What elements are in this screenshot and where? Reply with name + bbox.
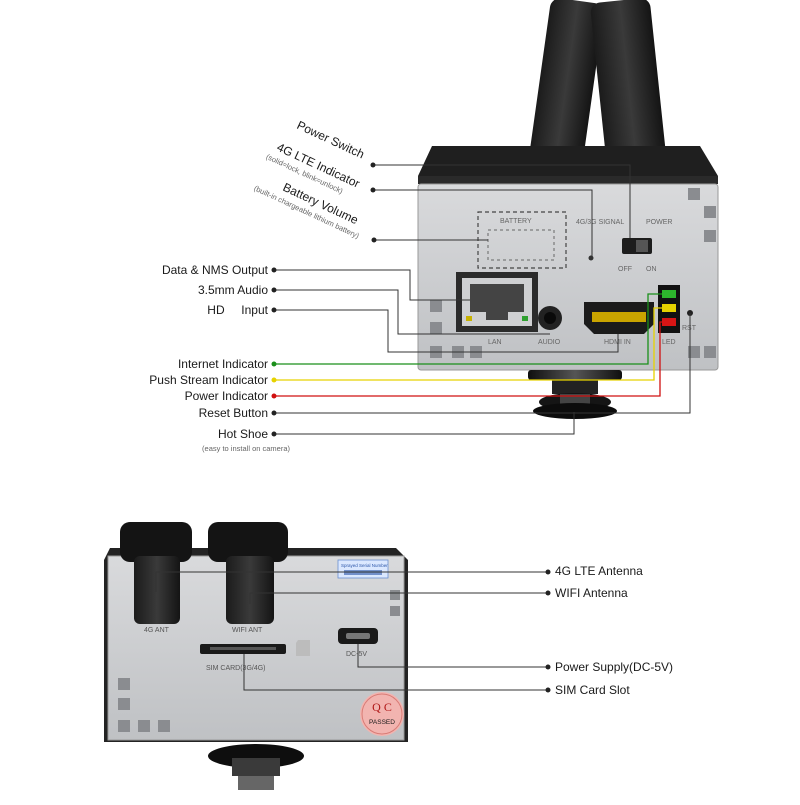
bottom-leader-lines: [155, 571, 548, 691]
switch-off-label: OFF: [618, 266, 632, 273]
push-stream-indicator-line: [274, 307, 662, 381]
top-antenna-right: [590, 0, 667, 172]
battery-panel-label: BATTERY: [500, 218, 532, 225]
hot-shoe-label: Hot Shoe: [218, 427, 268, 441]
internet-indicator-line: [274, 293, 662, 365]
power-panel-label: POWER: [646, 219, 672, 226]
power-led: [662, 318, 676, 326]
antenna-4g: [120, 522, 192, 624]
push-stream-led: [662, 304, 676, 312]
passed-text: PASSED: [369, 719, 395, 726]
hot-shoe: [528, 370, 622, 419]
lte-indicator-led: [588, 255, 594, 261]
top-leader-dots: [271, 162, 377, 437]
wifi-antenna-label: WIFI Antenna: [555, 586, 628, 600]
qc-text: Q C: [372, 700, 392, 714]
sim-icon: [296, 640, 310, 656]
led-cluster: [658, 285, 680, 333]
power-indicator-line: [274, 321, 662, 397]
signal-panel-label: 4G/3G SIGNAL: [576, 219, 624, 226]
reset-button-label: Reset Button: [199, 406, 268, 420]
switch-on-label: ON: [646, 266, 657, 273]
power-supply-label: Power Supply(DC-5V): [555, 660, 673, 674]
data-nms-output-label: Data & NMS Output: [162, 263, 269, 277]
rst-label: RST: [682, 325, 697, 332]
lte-antenna-label: 4G LTE Antenna: [555, 564, 643, 578]
hdmi-port-label: HDMI IN: [604, 339, 631, 346]
audio-label: 3.5mm Audio: [198, 283, 268, 297]
dc-label: DC-5V: [346, 651, 367, 658]
sim-slot-label: SIM Card Slot: [555, 683, 630, 697]
hd-input-label: HD Input: [207, 303, 268, 317]
bottom-leader-dots: [545, 569, 551, 693]
audio-jack: [538, 306, 562, 330]
top-device: BATTERY 4G/3G SIGNAL POWER OFF ON LAN AU…: [417, 0, 719, 419]
qc-passed-badge: Q C PASSED: [360, 692, 404, 736]
sim-card-label: SIM CARD(3G/4G): [206, 665, 266, 672]
lan-port-label: LAN: [488, 339, 502, 346]
top-device-case: [418, 146, 718, 176]
ant-4g-label: 4G ANT: [144, 627, 170, 634]
push-stream-indicator-label: Push Stream Indicator: [149, 373, 268, 387]
bottom-mount: [208, 744, 304, 790]
dc-power-port: [338, 628, 378, 644]
lan-port: [456, 272, 538, 332]
bottom-device: 4G ANT WIFI ANT Sprayed Serial Number SI…: [104, 522, 408, 790]
panel-decor-squares: [430, 188, 716, 358]
audio-port-label: AUDIO: [538, 339, 561, 346]
led-label: LED: [662, 339, 676, 346]
antenna-wifi: [208, 522, 288, 624]
sticker-label: Sprayed Serial Number: [341, 563, 388, 568]
hot-shoe-note: (easy to install on camera): [202, 444, 290, 453]
top-leader-lines: [274, 164, 691, 435]
ant-wifi-label: WIFI ANT: [232, 627, 263, 634]
internet-indicator-label: Internet Indicator: [178, 357, 268, 371]
internet-led: [662, 290, 676, 298]
hdmi-port: [584, 302, 654, 334]
power-indicator-label: Power Indicator: [185, 389, 268, 403]
bottom-decor-squares: [118, 590, 400, 732]
top-antenna-left: [530, 0, 604, 162]
